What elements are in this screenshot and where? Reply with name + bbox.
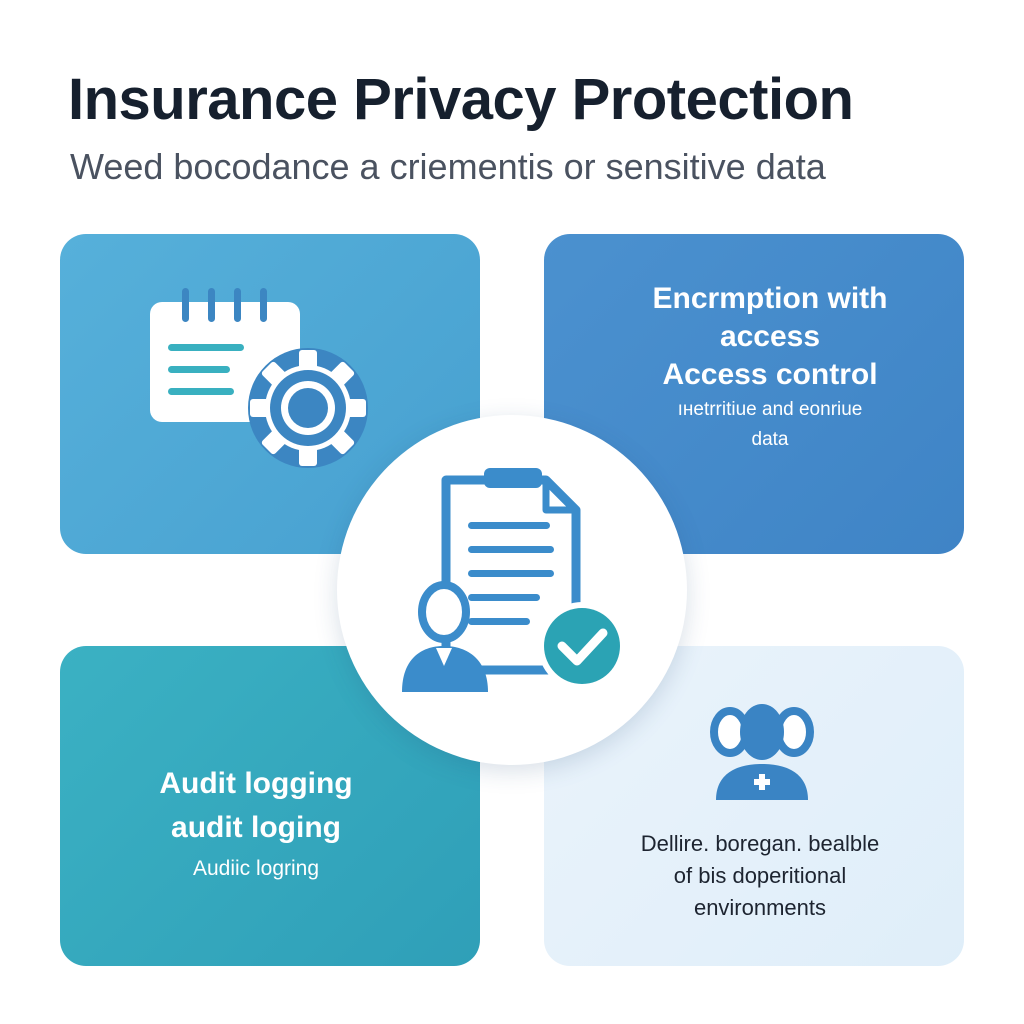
page-subtitle: Weed bocodance a criementis or sensitive… xyxy=(70,146,826,187)
calendar-gear-icon xyxy=(150,288,368,468)
operational-text: Dellire. boregan. bealble of bis doperit… xyxy=(580,828,940,924)
operational-body-2: of bis doperitional xyxy=(673,863,847,888)
operational-body-1: Dellire. boregan. bealble xyxy=(640,831,880,856)
operational-body-3: environments xyxy=(693,895,827,920)
encryption-body-2: data xyxy=(751,429,789,450)
user-group-icon xyxy=(710,704,814,800)
audit-body: Audiic logring xyxy=(192,857,320,880)
encryption-body-1: ıнetrritiue and eonriue xyxy=(677,399,863,420)
audit-heading-2: audit loging xyxy=(171,811,341,844)
encryption-heading-1: Encrmption with xyxy=(652,282,888,315)
audit-text: Audit logging audit loging Audiic logrin… xyxy=(60,762,452,886)
encryption-heading-2: access xyxy=(719,320,821,353)
audit-heading-1: Audit logging xyxy=(159,767,353,800)
page-title: Insurance Privacy Protection xyxy=(68,67,854,132)
encryption-text: Encrmption with access Access control ıн… xyxy=(544,280,996,454)
document-user-check-icon xyxy=(402,468,626,692)
encryption-heading-3: Access control xyxy=(662,358,878,391)
